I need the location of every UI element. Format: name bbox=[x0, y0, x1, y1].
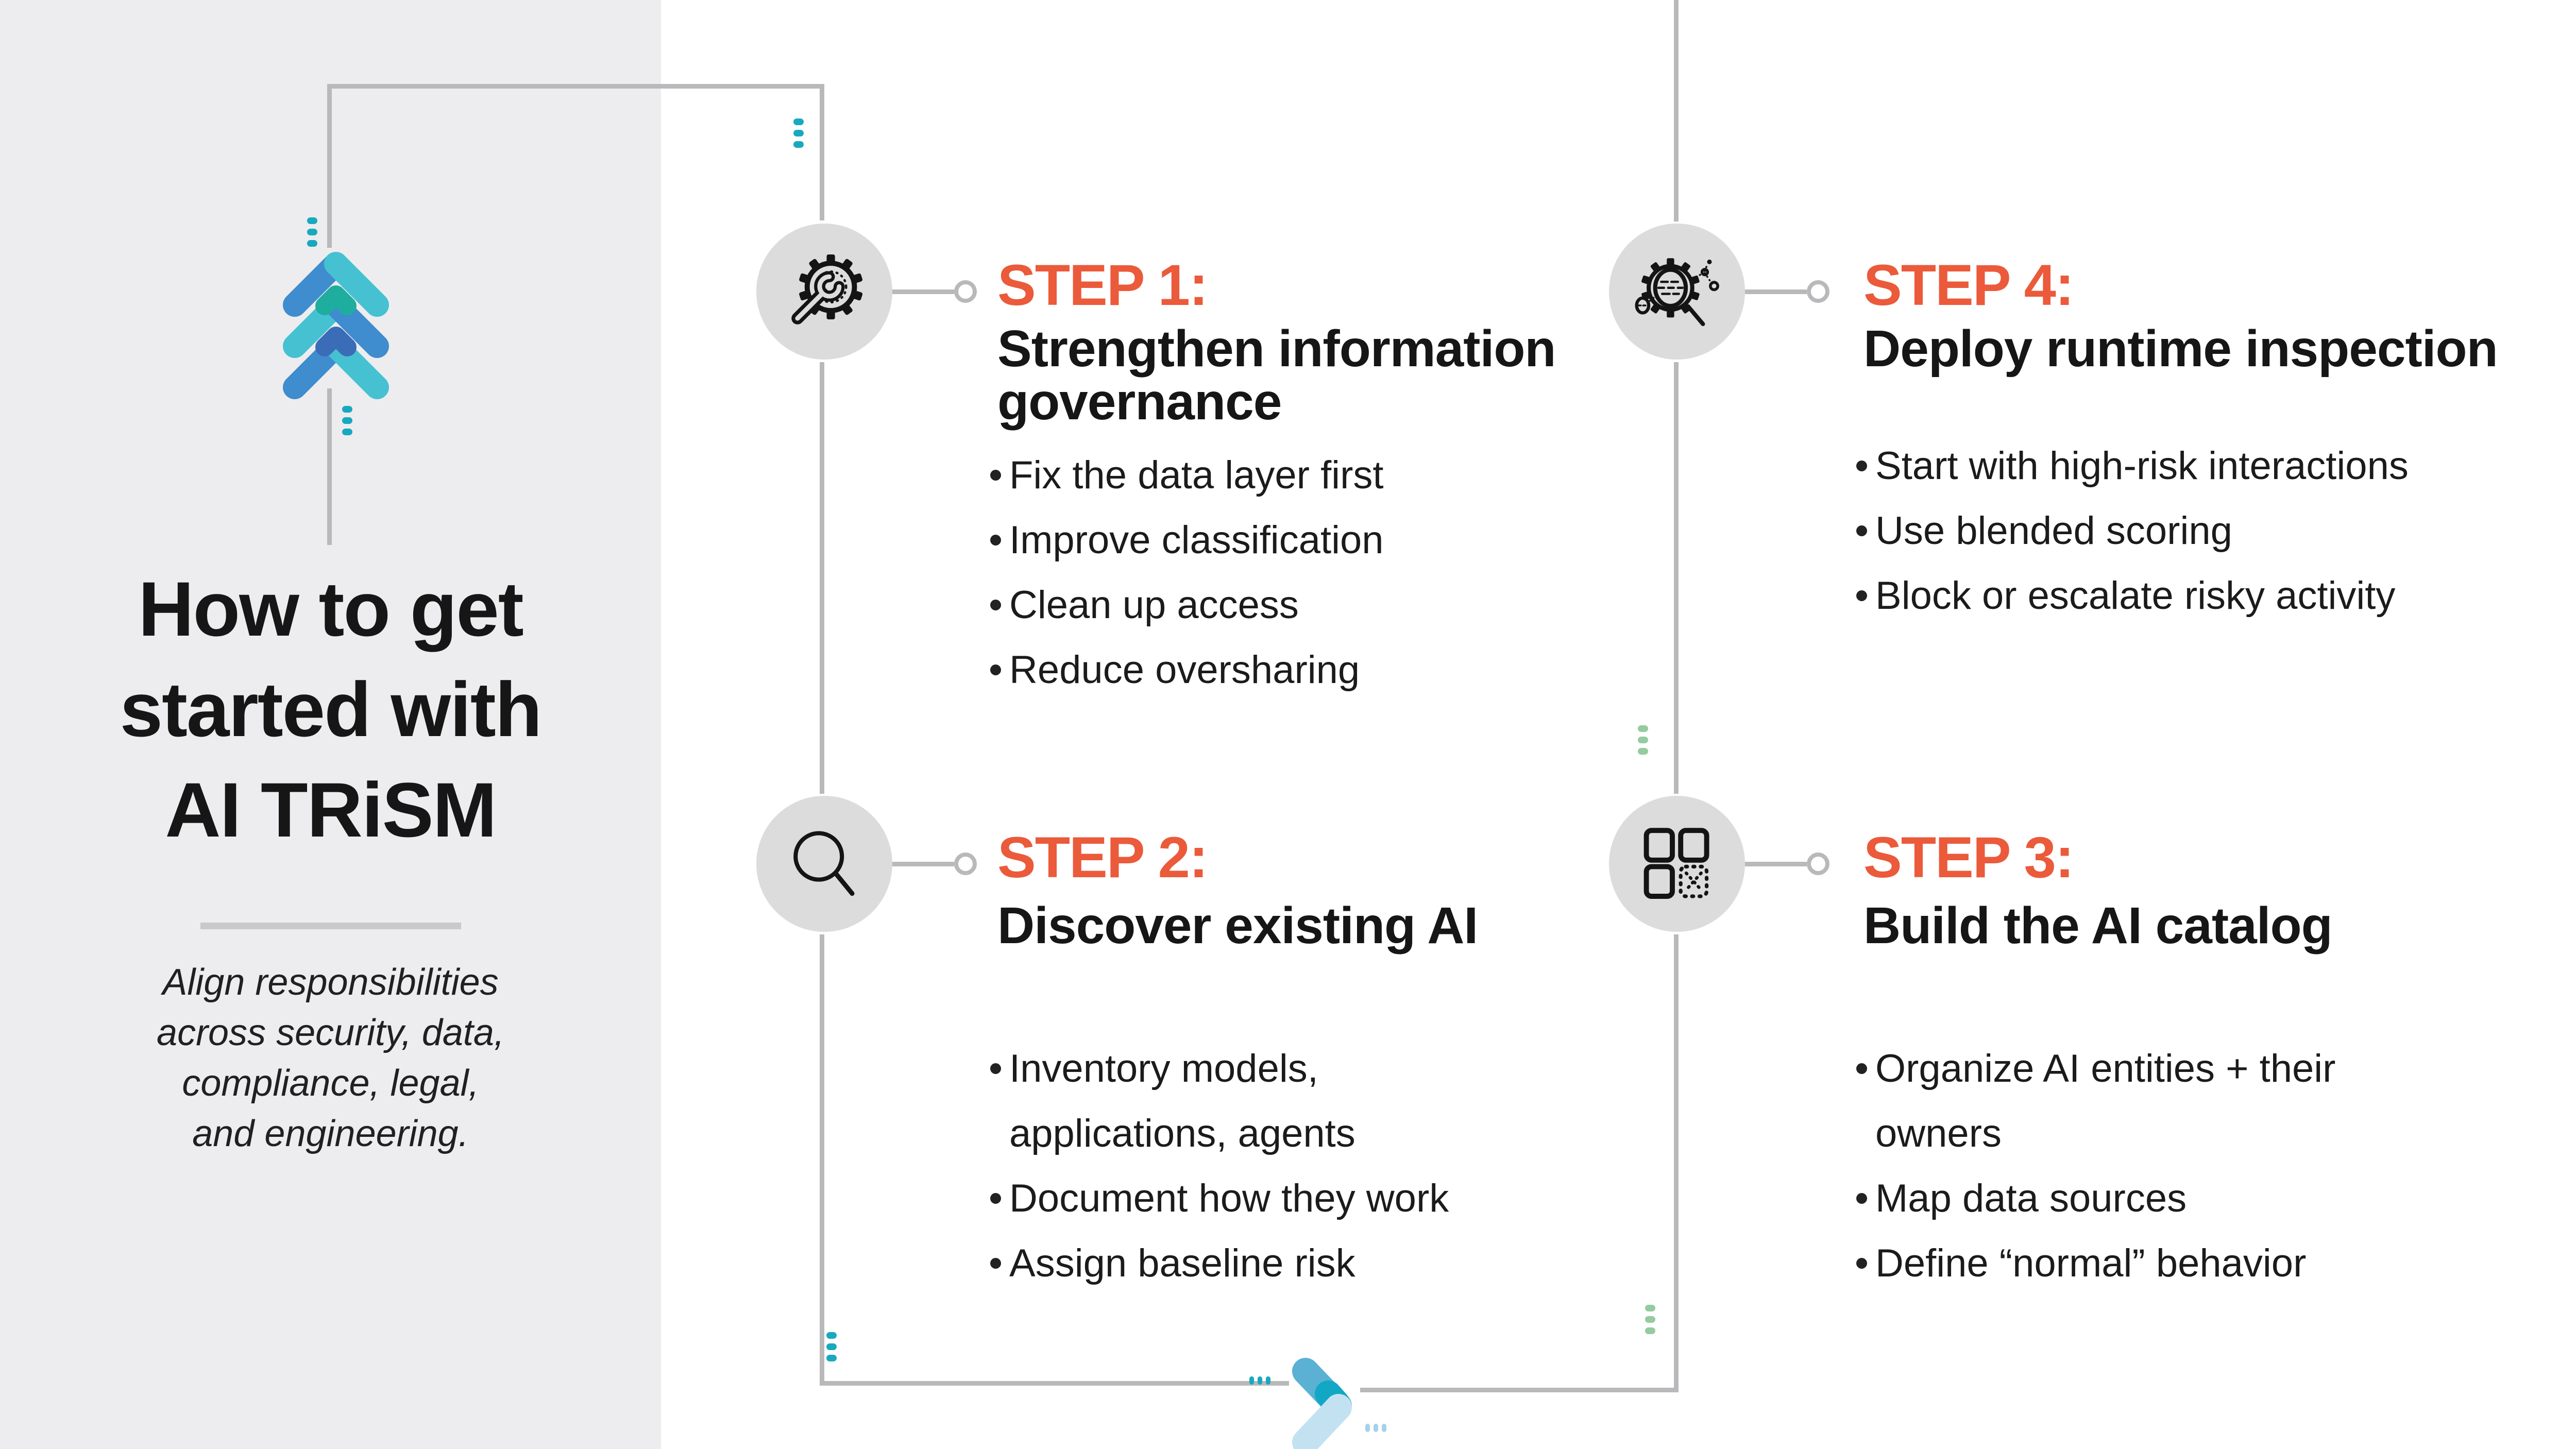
right-column-line-top bbox=[1674, 0, 1679, 221]
bullet-dot-icon bbox=[990, 600, 1001, 610]
list-item: Fix the data layer first bbox=[990, 443, 1384, 508]
grid-squares-icon bbox=[1643, 828, 1709, 899]
list-item: Assign baseline risk bbox=[990, 1231, 1449, 1296]
list-item: Inventory models, applications, agents bbox=[990, 1036, 1449, 1166]
step-3-heading: Build the AI catalog bbox=[1863, 897, 2333, 954]
left-column-line-bottom bbox=[820, 934, 824, 1386]
list-item: Improve classification bbox=[990, 508, 1384, 573]
frame-line-left-upper bbox=[327, 84, 332, 248]
dots-green-right-bottom bbox=[1645, 1305, 1655, 1334]
step-4-label: STEP 4: bbox=[1863, 253, 2074, 317]
triple-chevron-up-icon bbox=[283, 252, 389, 399]
page-subtitle: Align responsibilities across security, … bbox=[157, 962, 504, 1154]
bullet-dot-icon bbox=[1856, 1193, 1867, 1204]
dots-lightblue-bottom-row bbox=[1365, 1424, 1386, 1432]
step-4-bullets: Start with high-risk interactions Use bl… bbox=[1856, 434, 2409, 628]
page-title: How to get started with AI TRiSM bbox=[120, 566, 543, 853]
left-column-line-top bbox=[820, 84, 824, 220]
chevron-right-arrow-icon bbox=[1292, 1358, 1352, 1449]
right-column-line-bottom bbox=[1674, 934, 1679, 1392]
list-item: Clean up access bbox=[990, 573, 1384, 638]
bullet-dot-icon bbox=[990, 470, 1001, 481]
list-item: Organize AI entities + their owners bbox=[1856, 1036, 2335, 1166]
bullet-dot-icon bbox=[990, 535, 1001, 545]
step-3-icon-circle bbox=[1609, 796, 1745, 932]
frame-line-bottom-right bbox=[1360, 1388, 1679, 1392]
bullet-dot-icon bbox=[1856, 525, 1867, 536]
step-4-heading: Deploy runtime inspection bbox=[1863, 320, 2498, 378]
frame-line-left-lower bbox=[327, 388, 332, 545]
step-3-label: STEP 3: bbox=[1863, 825, 2074, 890]
step-1-heading: Strengthen information governance bbox=[997, 320, 1556, 431]
dots-teal-left-bottom bbox=[342, 406, 352, 435]
left-column-line-middle bbox=[820, 362, 824, 794]
step-1-icon-circle bbox=[756, 224, 892, 360]
step-2-bullets: Inventory models, applications, agents D… bbox=[990, 1036, 1449, 1296]
bullet-dot-icon bbox=[990, 1193, 1001, 1204]
step-2-connector-line bbox=[892, 862, 954, 866]
list-item: Document how they work bbox=[990, 1166, 1449, 1231]
bullet-dot-icon bbox=[990, 1063, 1001, 1074]
bullet-dot-icon bbox=[1856, 1063, 1867, 1074]
step-2-connector-ring bbox=[954, 853, 977, 875]
step-4-icon-circle bbox=[1609, 224, 1745, 360]
step-2-heading: Discover existing AI bbox=[997, 897, 1478, 954]
magnifier-icon bbox=[793, 831, 855, 896]
dots-teal-bottom-row bbox=[1249, 1376, 1270, 1385]
list-item: Use blended scoring bbox=[1856, 499, 2409, 564]
title-divider bbox=[200, 923, 461, 929]
dots-teal-column-bottom bbox=[826, 1332, 837, 1361]
step-1-label: STEP 1: bbox=[997, 253, 1208, 317]
frame-line-top bbox=[327, 84, 822, 89]
right-column-line-middle bbox=[1674, 362, 1679, 794]
step-1-bullets: Fix the data layer first Improve classif… bbox=[990, 443, 1384, 703]
step-1-connector-ring bbox=[954, 280, 977, 303]
list-item: Define “normal” behavior bbox=[1856, 1231, 2335, 1296]
wrench-gear-icon bbox=[791, 254, 863, 325]
dots-teal-left-top bbox=[307, 217, 317, 247]
step-4-connector-line bbox=[1745, 289, 1807, 294]
list-item: Block or escalate risky activity bbox=[1856, 564, 2409, 628]
bullet-dot-icon bbox=[990, 664, 1001, 675]
bullet-dot-icon bbox=[990, 1258, 1001, 1269]
step-1-connector-line bbox=[892, 289, 954, 294]
list-item: Reduce oversharing bbox=[990, 638, 1384, 703]
gear-inspection-icon bbox=[1635, 258, 1719, 327]
dots-green-right-middle bbox=[1638, 725, 1648, 755]
step-2-label: STEP 2: bbox=[997, 825, 1208, 890]
list-item: Map data sources bbox=[1856, 1166, 2335, 1231]
step-3-connector-line bbox=[1745, 862, 1807, 866]
bullet-dot-icon bbox=[1856, 461, 1867, 471]
step-3-bullets: Organize AI entities + their owners Map … bbox=[1856, 1036, 2335, 1296]
list-item: Start with high-risk interactions bbox=[1856, 434, 2409, 499]
bullet-dot-icon bbox=[1856, 590, 1867, 601]
bullet-dot-icon bbox=[1856, 1258, 1867, 1269]
step-2-icon-circle bbox=[756, 796, 892, 932]
step-3-connector-ring bbox=[1807, 853, 1829, 875]
frame-line-bottom-left bbox=[820, 1381, 1289, 1386]
step-4-connector-ring bbox=[1807, 280, 1829, 303]
dots-teal-column-top bbox=[793, 118, 804, 148]
